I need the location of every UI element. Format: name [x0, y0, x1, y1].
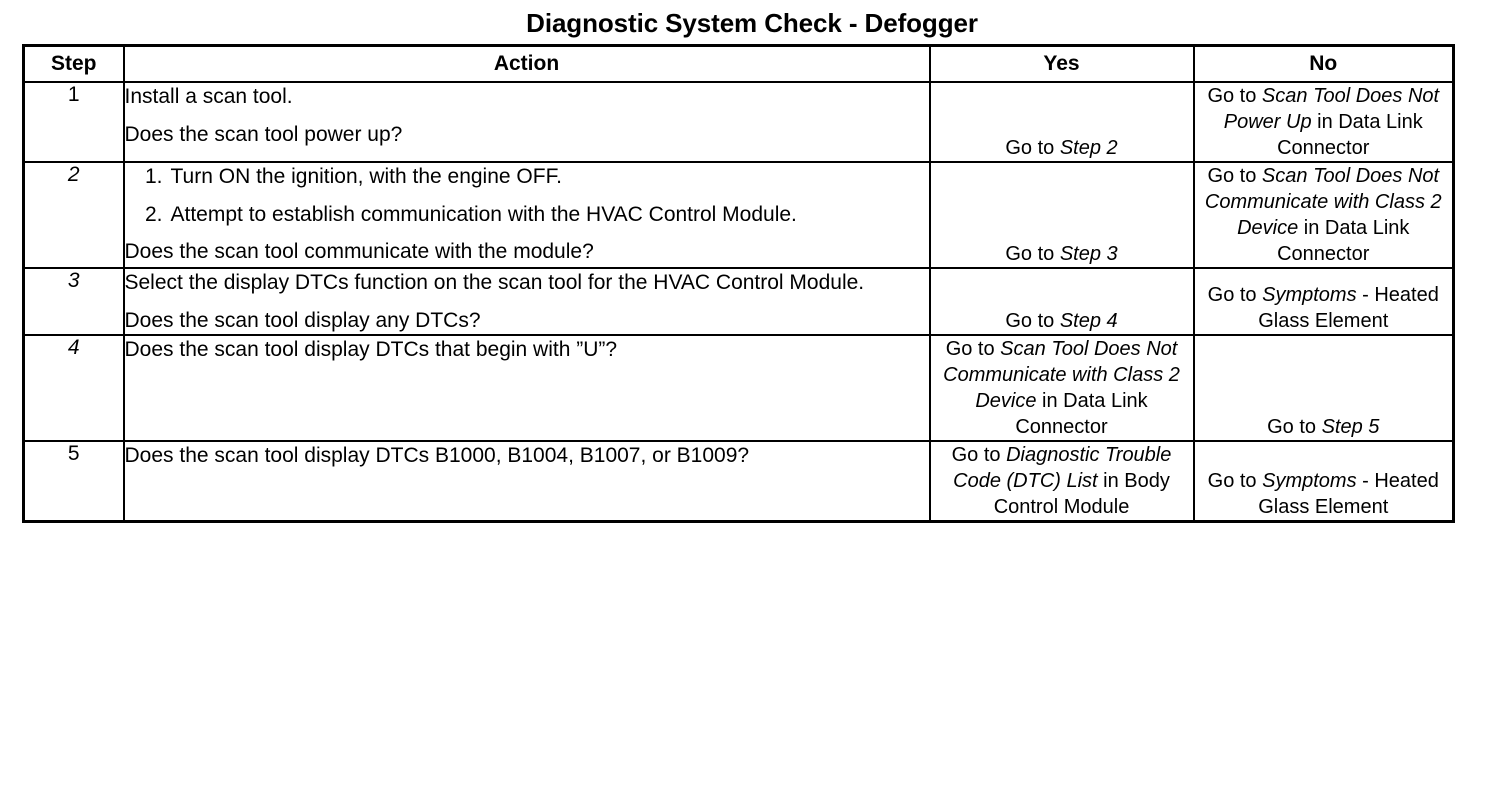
action-paragraph: Does the scan tool communicate with the …	[124, 240, 594, 264]
no-answer-cell: Go to Symptoms - Heated Glass Element	[1192, 440, 1455, 523]
action-paragraph: Does the scan tool power up?	[124, 122, 403, 146]
diagnostic-table-wrapper: Step Action Yes No 1 Install a scan tool.…	[22, 44, 1455, 524]
action-step-list: Turn ON the ignition, with the engine OF…	[125, 163, 929, 228]
action-paragraph: Does the scan tool display DTCs that beg…	[124, 338, 618, 362]
action-paragraph: Does the scan tool display DTCs B1000, B…	[124, 444, 750, 468]
no-answer-cell: Go to Scan Tool Does Not Communicate wit…	[1192, 161, 1455, 269]
action-cell: Does the scan tool display DTCs that beg…	[122, 334, 931, 443]
page-title: Diagnostic System Check - Defogger	[526, 8, 978, 38]
answer-text: in Data Link Connector	[1277, 217, 1410, 265]
diagnostic-table: Step Action Yes No 1 Install a scan tool.…	[22, 44, 1455, 524]
action-step-list-item: Attempt to establish communication with …	[141, 201, 797, 228]
step-number-cell: 3	[22, 266, 125, 337]
answer-text: - Heated Glass Element	[1258, 284, 1439, 333]
cross-reference: Step 2	[1059, 137, 1118, 159]
step-number: 1	[67, 83, 80, 106]
cross-reference: Symptoms	[1262, 284, 1357, 307]
step-number-cell: 5	[22, 440, 125, 523]
answer-text: Go to	[1207, 165, 1262, 187]
cross-reference: Step 4	[1059, 310, 1118, 333]
action-cell: Select the display DTCs function on the …	[122, 266, 931, 337]
step-number: 2	[67, 163, 80, 186]
answer-text: Go to	[1005, 243, 1060, 265]
table-header: Step Action Yes No	[22, 44, 1455, 83]
answer-text: Go to	[1005, 310, 1060, 333]
table-row: 3 Select the display DTCs function on the…	[22, 266, 1455, 337]
no-answer-cell: Go to Step 5	[1192, 334, 1455, 443]
answer-text: in Data Link Connector	[1277, 111, 1423, 159]
answer-text: Go to	[945, 338, 1001, 361]
step-number-cell: 4	[22, 334, 125, 443]
yes-answer-cell: Go to Diagnostic Trouble Code (DTC) List…	[928, 440, 1195, 523]
answer-text: in Body Control Module	[993, 470, 1170, 519]
column-header-yes: Yes	[928, 44, 1195, 83]
answer-text: Go to	[1207, 85, 1262, 107]
action-cell: Turn ON the ignition, with the engine OF…	[122, 161, 931, 269]
table-row: 2 Turn ON the ignition, with the engine O…	[22, 161, 1455, 269]
answer-text: Go to	[1207, 284, 1263, 307]
column-header-action: Action	[122, 44, 931, 83]
action-cell: Install a scan tool. Does the scan tool p…	[122, 81, 931, 163]
yes-answer-cell: Go to Step 2	[928, 81, 1195, 163]
action-paragraph: Install a scan tool.	[124, 85, 293, 108]
action-step-list-item: Turn ON the ignition, with the engine OF…	[141, 163, 562, 190]
cross-reference: Step 5	[1321, 416, 1380, 439]
yes-answer-cell: Go to Scan Tool Does Not Communicate wit…	[928, 334, 1195, 443]
table-row: 4 Does the scan tool display DTCs that be…	[22, 334, 1455, 443]
yes-answer-cell: Go to Step 3	[928, 161, 1195, 269]
cross-reference: Diagnostic Trouble Code (DTC) List	[953, 444, 1172, 493]
no-answer-cell: Go to Scan Tool Does Not Power Up in Dat…	[1192, 81, 1455, 163]
cross-reference: Scan Tool Does Not Communicate with Clas…	[943, 338, 1180, 413]
action-paragraph: Select the display DTCs function on the …	[124, 271, 865, 294]
table-row: 1 Install a scan tool. Does the scan tool …	[22, 81, 1455, 163]
yes-answer-cell: Go to Step 4	[928, 266, 1195, 337]
cross-reference: Scan Tool Does Not Communicate with Clas…	[1204, 165, 1442, 239]
cross-reference: Scan Tool Does Not Power Up	[1223, 85, 1440, 133]
no-answer-cell: Go to Symptoms - Heated Glass Element	[1192, 266, 1455, 337]
answer-text: in Data Link Connector	[1015, 390, 1148, 439]
action-cell: Does the scan tool display DTCs B1000, B…	[122, 440, 931, 523]
answer-text: - Heated Glass Element	[1258, 470, 1439, 519]
answer-text: Go to	[951, 444, 1007, 467]
column-header-step: Step	[22, 44, 125, 83]
cross-reference: Step 3	[1059, 243, 1118, 265]
column-header-no: No	[1192, 44, 1455, 83]
step-number: 5	[67, 442, 80, 466]
step-number: 4	[67, 336, 80, 360]
answer-text: Go to	[1267, 416, 1322, 439]
answer-text: Go to	[1207, 470, 1263, 493]
step-number-cell: 2	[22, 161, 125, 269]
cross-reference: Symptoms	[1262, 470, 1357, 493]
step-number: 3	[67, 269, 80, 292]
table-body: 1 Install a scan tool. Does the scan tool …	[22, 81, 1455, 523]
table-row: 5 Does the scan tool display DTCs B1000, …	[22, 440, 1455, 523]
step-number-cell: 1	[22, 81, 125, 163]
answer-text: Go to	[1005, 137, 1060, 159]
table-header-row: Step Action Yes No	[22, 44, 1455, 83]
action-paragraph: Does the scan tool display any DTCs?	[124, 308, 481, 332]
